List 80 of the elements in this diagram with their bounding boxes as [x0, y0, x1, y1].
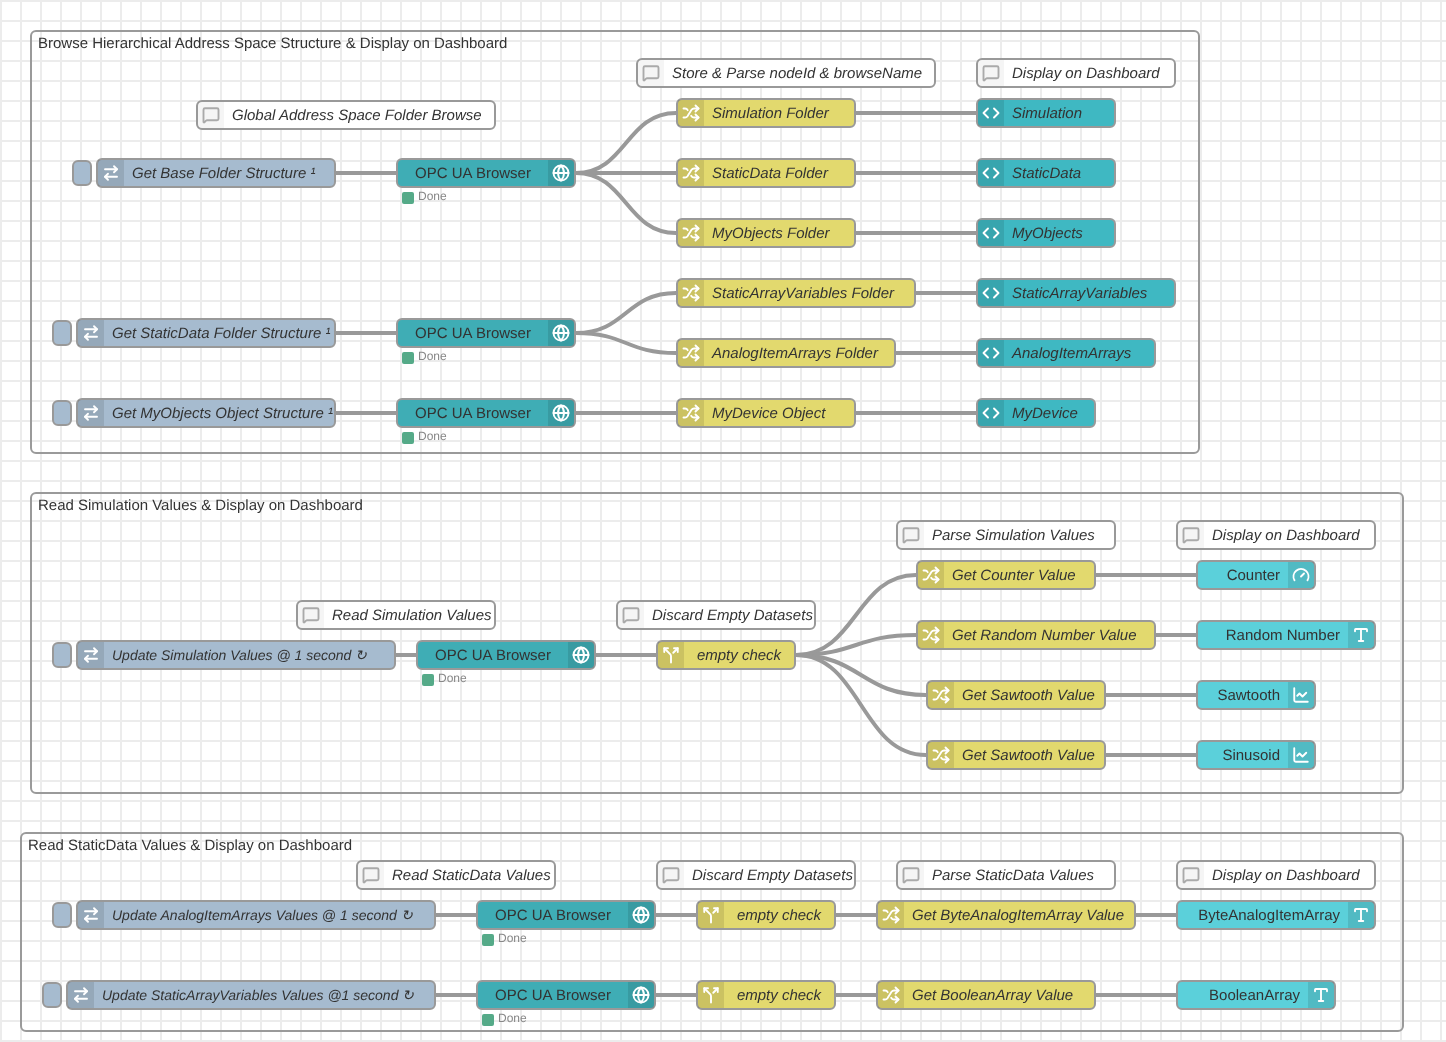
- comment-node: [896, 520, 1116, 550]
- comment-node: [636, 58, 936, 88]
- change-node: [916, 560, 1096, 590]
- wire: [856, 111, 976, 115]
- wire: [436, 993, 476, 997]
- inject-node: [76, 398, 336, 428]
- wire: [576, 411, 676, 415]
- group-frame: [30, 492, 1404, 794]
- switch-node: [656, 640, 796, 670]
- template-node: [976, 338, 1156, 368]
- change-node: [926, 680, 1106, 710]
- comment-node: [196, 100, 496, 130]
- wire: [1106, 693, 1196, 697]
- widget-node: [1176, 980, 1336, 1010]
- widget-node: [1196, 560, 1316, 590]
- wire: [1106, 753, 1196, 757]
- change-node: [676, 398, 856, 428]
- widget-node: [1196, 740, 1316, 770]
- wire: [575, 331, 677, 355]
- browser-node: [396, 398, 576, 428]
- wire: [575, 171, 677, 235]
- browser-node: [396, 318, 576, 348]
- comment-node: [356, 860, 556, 890]
- widget-node: [1196, 620, 1376, 650]
- template-node: [976, 398, 1096, 428]
- wire: [596, 653, 656, 657]
- comment-node: [656, 860, 856, 890]
- inject-node: [76, 640, 396, 670]
- wire: [1136, 913, 1176, 917]
- group-frame: [20, 832, 1404, 1032]
- wire: [856, 231, 976, 235]
- wire: [1096, 573, 1196, 577]
- widget-node: [1176, 900, 1376, 930]
- switch-node: [696, 980, 836, 1010]
- template-node: [976, 278, 1176, 308]
- comment-node: [1176, 860, 1376, 890]
- wire: [336, 411, 396, 415]
- change-node: [926, 740, 1106, 770]
- group-frame: [30, 30, 1200, 454]
- change-node: [876, 900, 1136, 930]
- wire: [856, 171, 976, 175]
- template-node: [976, 158, 1116, 188]
- wire: [336, 331, 396, 335]
- wire: [1096, 993, 1176, 997]
- wire: [896, 351, 976, 355]
- wire: [836, 913, 876, 917]
- comment-node: [1176, 520, 1376, 550]
- change-node: [676, 158, 856, 188]
- wire: [836, 993, 876, 997]
- wire: [656, 993, 696, 997]
- wire: [916, 291, 976, 295]
- browser-node: [476, 900, 656, 930]
- wire: [656, 913, 696, 917]
- inject-node: [66, 980, 436, 1010]
- comment-node: [296, 600, 496, 630]
- change-node: [916, 620, 1156, 650]
- comment-node: [616, 600, 816, 630]
- change-node: [676, 218, 856, 248]
- inject-node: [76, 318, 336, 348]
- wire: [856, 411, 976, 415]
- comment-node: [896, 860, 1116, 890]
- template-node: [976, 218, 1116, 248]
- change-node: [676, 278, 916, 308]
- template-node: [976, 98, 1116, 128]
- browser-node: [476, 980, 656, 1010]
- widget-node: [1196, 680, 1316, 710]
- inject-node: [76, 900, 436, 930]
- comment-node: [976, 58, 1176, 88]
- browser-node: [396, 158, 576, 188]
- wire: [436, 913, 476, 917]
- wire: [336, 171, 396, 175]
- change-node: [676, 338, 896, 368]
- change-node: [876, 980, 1096, 1010]
- wire: [396, 653, 416, 657]
- inject-node: [96, 158, 336, 188]
- wire: [795, 653, 927, 757]
- switch-node: [696, 900, 836, 930]
- change-node: [676, 98, 856, 128]
- browser-node: [416, 640, 596, 670]
- wire: [1156, 633, 1196, 637]
